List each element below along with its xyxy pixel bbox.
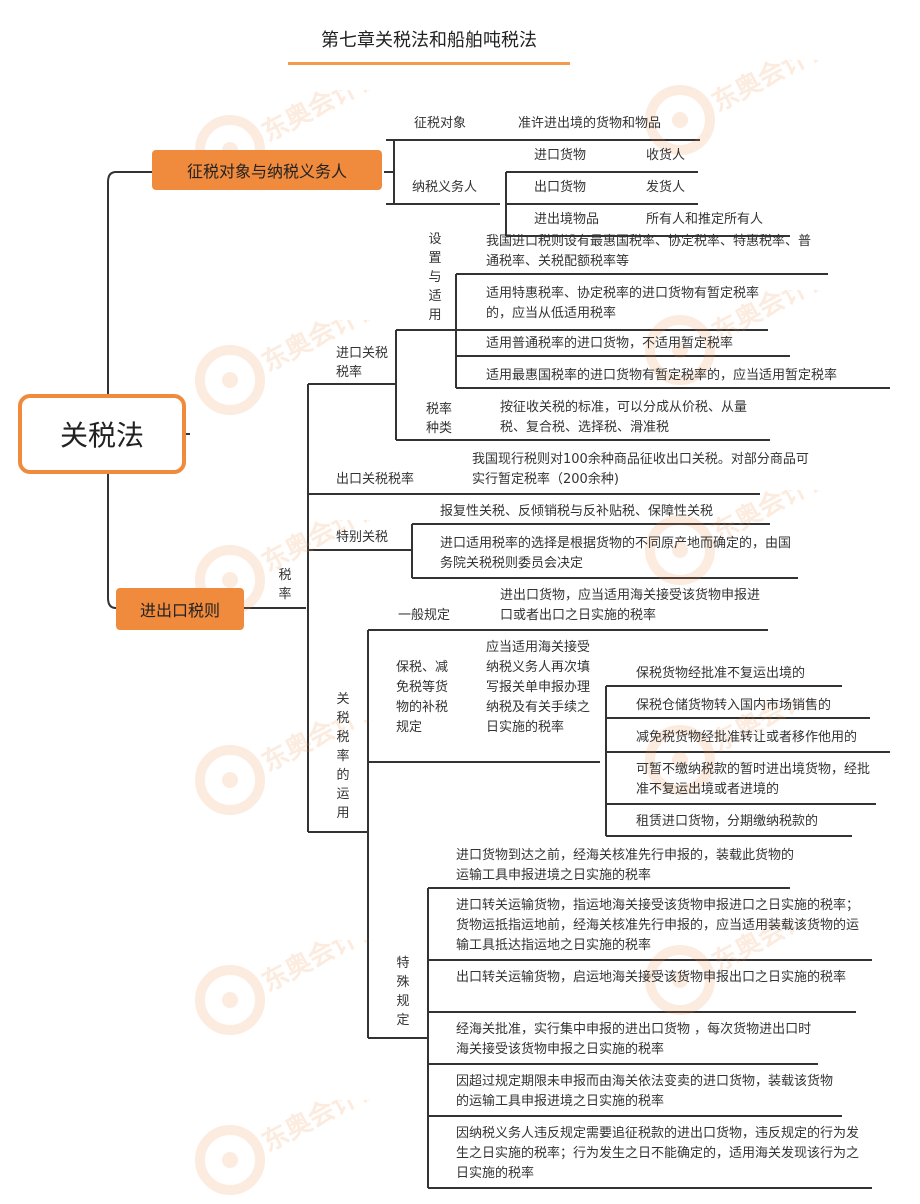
general-rule-text: 进出口货物，应当适用海关接受该货物申报进口或者出口之日实施的税率	[500, 588, 761, 623]
branch-label: 进出口税则	[139, 601, 220, 620]
special-tariff-label: 特别关税	[336, 530, 389, 545]
page-title: 第七章关税法和船舶吨税法	[321, 30, 537, 51]
special-rule-item: 进口货物到达之前，经海关核准先行申报的，装载此货物的运输工具申报进境之日实施的税…	[456, 848, 795, 883]
special-tariff-item: 进口适用税率的选择是根据货物的不同原产地而确定的，由国务院关税税则委员会决定	[440, 536, 792, 571]
bonded-text: 应当适用海关接受纳税义务人再次填写报关单申报办理纳税及有关手续之日实施的税率	[486, 640, 591, 735]
taxpayer-goods: 进口货物	[534, 148, 587, 163]
special-tariff-item: 报复性关税、反倾销税与反补贴税、保障性关税	[440, 504, 714, 519]
special-rule-item: 进口转关运输货物，指运地海关接受该货物申报进口之日实施的税率；货物运抵指运地前，…	[456, 898, 860, 953]
bonded-item: 减免税货物经批准转让或者移作他用的	[636, 730, 858, 745]
setup-item: 适用普通税率的进口货物，不适用暂定税率	[486, 336, 734, 351]
bonded-item: 保税货物经批准不复运出境的	[636, 666, 806, 681]
import-rate-label: 进口关税税率	[336, 346, 389, 380]
taxpayer-goods: 进出境物品	[534, 212, 600, 227]
setup-label: 设置与适用	[428, 232, 442, 323]
branch-node-tax-object[interactable]: 征税对象与纳税义务人	[152, 150, 382, 190]
special-rule-item: 因超过规定期限未申报而由海关依法变卖的进口货物，装载该货物的运输工具申报进境之日…	[456, 1074, 834, 1109]
title-underline	[288, 62, 570, 65]
setup-item: 适用特惠税率、协定税率的进口货物有暂定税率的，应当从低适用税率	[486, 286, 760, 321]
taxpayer-who: 收货人	[646, 148, 686, 163]
general-rule-label: 一般规定	[398, 608, 451, 623]
application-label: 关税税率的运用	[336, 692, 350, 821]
branch-label: 征税对象与纳税义务人	[186, 162, 347, 181]
bonded-item: 可暂不缴纳税款的暂时进出境货物，经批准不复运出境或者进境的	[636, 762, 871, 797]
bonded-label: 保税、减免税等货物的补税规定	[396, 660, 449, 735]
setup-item: 适用最惠国税率的进口货物有暂定税率的，应当适用暂定税率	[486, 368, 838, 383]
root-node[interactable]: 关税法	[18, 394, 186, 474]
setup-item: 我国进口税则设有最惠国税率、协定税率、特惠税率、普通税率、关税配额税率等	[486, 234, 812, 269]
taxpayer-who: 发货人	[646, 180, 686, 195]
rate-types-label: 税率种类	[426, 402, 453, 436]
export-rate-text: 我国现行税则对100余种商品征收出口关税。对部分商品可实行暂定税率（200余种)	[472, 452, 809, 487]
bonded-item: 租赁进口货物，分期缴纳税款的	[636, 814, 819, 829]
tax-object-value: 准许进出境的货物和物品	[518, 116, 662, 131]
rate-label: 税率	[278, 568, 292, 602]
special-rule-item: 经海关批准，实行集中申报的进出口货物 ，每次货物进出口时海关接受该货物申报之日实…	[456, 1022, 812, 1057]
special-rule-item: 因纳税义务人违反规定需要追征税款的进出口货物，违反规定的行为发生之日实施的税率；…	[456, 1126, 860, 1181]
root-label: 关税法	[59, 419, 144, 452]
tax-object-label: 征税对象	[414, 116, 467, 131]
special-rule-item: 出口转关运输货物，启运地海关接受该货物申报出口之日实施的税率	[456, 970, 847, 985]
bonded-item: 保税仓储货物转入国内市场销售的	[636, 698, 832, 713]
rate-types-text: 按征收关税的标准，可以分成从价税、从量税、复合税、选择税、滑准税	[500, 400, 748, 435]
taxpayer-who: 所有人和推定所有人	[646, 212, 764, 227]
branch-node-tariff[interactable]: 进出口税则	[116, 588, 244, 630]
special-rules-label: 特殊规定	[396, 956, 410, 1028]
taxpayer-label: 纳税义务人	[412, 180, 478, 195]
export-rate-label: 出口关税税率	[336, 472, 415, 487]
taxpayer-goods: 出口货物	[534, 180, 587, 195]
